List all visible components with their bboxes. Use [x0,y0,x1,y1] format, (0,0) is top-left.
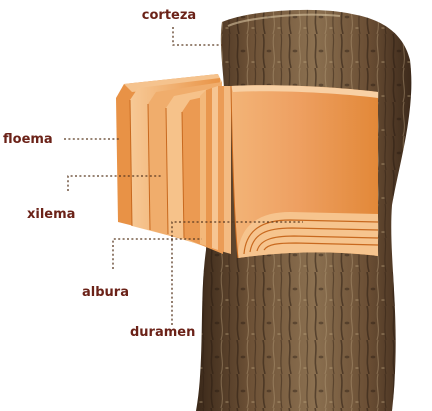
label-floema: floema [3,132,53,147]
leader-corteza [173,27,224,45]
albura-rings [200,86,231,254]
label-corteza: corteza [142,8,196,23]
label-albura: albura [82,285,129,300]
label-xilema: xilema [27,207,75,222]
leader-albura [113,239,202,269]
duramen-block [231,85,378,258]
label-duramen: duramen [130,325,195,340]
